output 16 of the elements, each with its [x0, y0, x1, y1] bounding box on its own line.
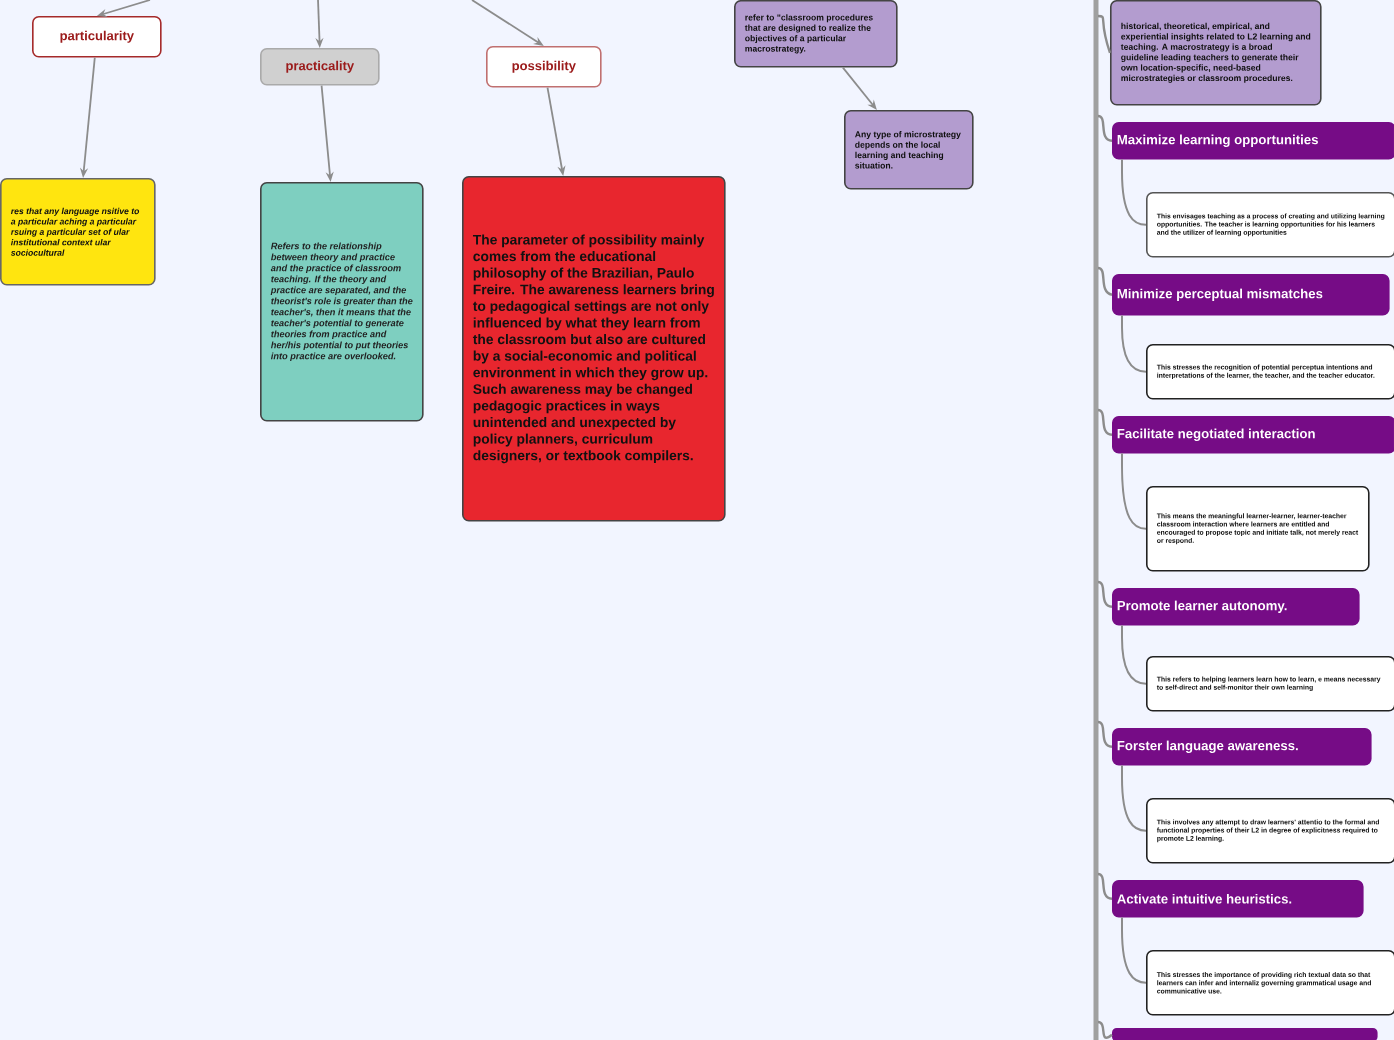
branch-line	[1097, 408, 1113, 436]
branch-line	[1097, 266, 1113, 296]
connector-line	[1121, 158, 1147, 226]
branch-line	[1097, 872, 1113, 900]
branch-line	[1097, 1020, 1113, 1039]
connector-line	[1121, 764, 1147, 832]
heading-bar	[1112, 1027, 1378, 1040]
branch-line	[1097, 114, 1113, 142]
connector-line	[1121, 452, 1147, 530]
connector-line	[1121, 314, 1147, 373]
arrow	[842, 66, 877, 110]
branch-line	[1097, 14, 1112, 54]
connector-line	[1121, 916, 1147, 984]
branch-line	[1097, 720, 1113, 748]
branch-line	[1097, 580, 1113, 608]
connector-line	[1121, 624, 1147, 685]
